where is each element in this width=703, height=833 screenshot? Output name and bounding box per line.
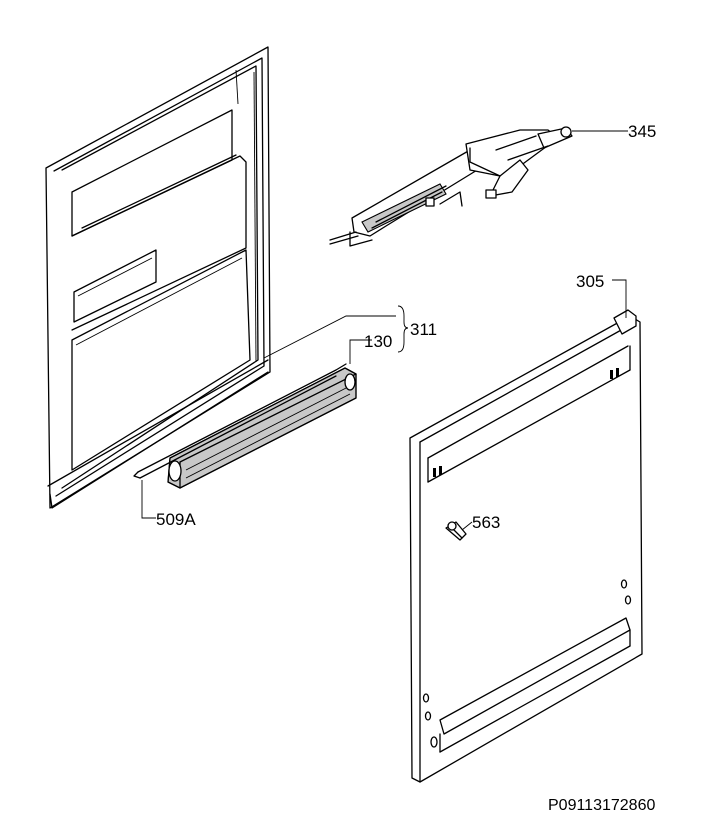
label-311: 311 (410, 320, 437, 339)
label-305: 305 (576, 272, 604, 291)
drawing-code: P09113172860 (548, 797, 655, 814)
label-345: 345 (628, 122, 656, 141)
inner-door-panel (45, 46, 271, 509)
label-509a: 509A (156, 510, 196, 529)
leader-lines (141, 130, 628, 531)
seal-strip-509a (133, 363, 347, 479)
label-130: 130 (364, 332, 392, 351)
outer-door-panel-305 (409, 309, 643, 783)
door-handle-assembly-345 (329, 126, 573, 247)
label-563: 563 (472, 513, 500, 532)
screw-563 (445, 521, 467, 541)
door-gasket-130 (167, 367, 357, 489)
